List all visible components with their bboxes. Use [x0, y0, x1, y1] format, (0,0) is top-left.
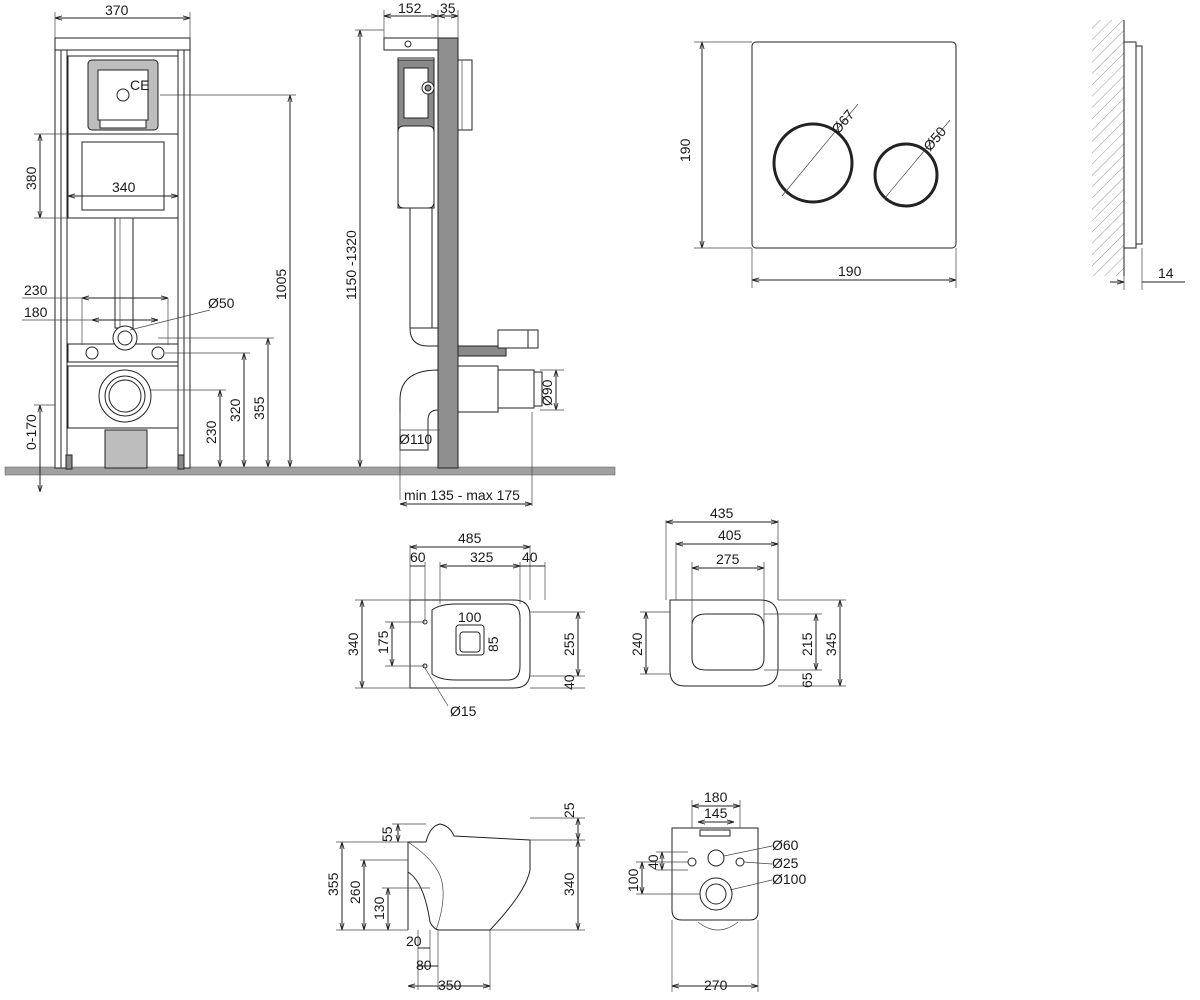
- bowl-outline-top: [409, 599, 531, 689]
- dim-35: 35: [440, 0, 456, 16]
- dim-20: 20: [406, 933, 422, 949]
- dim-100-top: 100: [458, 609, 482, 625]
- dim-340-side: 340: [561, 872, 577, 896]
- dim-min-max: min 135 - max 175: [404, 487, 520, 503]
- side-wall: [437, 37, 459, 469]
- dim-350: 350: [438, 977, 462, 993]
- dim-85: 85: [485, 636, 501, 652]
- dim-55: 55: [379, 826, 395, 842]
- flush-plate-front: Ø67 Ø50 190 190: [677, 41, 957, 288]
- dim-255: 255: [561, 632, 577, 656]
- dim-485: 485: [458, 530, 482, 546]
- dim-25-side: 25: [561, 802, 577, 818]
- floor-strip: [4, 466, 616, 476]
- dim-435: 435: [710, 505, 734, 521]
- bowl-top-view: 485 60 325 40 340 175 100 85 255 40 Ø15: [345, 530, 585, 719]
- dim-0-170: 0-170: [23, 414, 39, 450]
- dim-240: 240: [629, 632, 645, 656]
- svg-text:CE: CE: [130, 77, 149, 93]
- dia-90-label: Ø90: [539, 379, 555, 406]
- small-button[interactable]: [873, 142, 939, 208]
- bowl-back-outline: [671, 827, 759, 921]
- seat-top-view: 435 405 275 240 215 345 65: [629, 505, 846, 688]
- dim-100-back: 100: [625, 868, 641, 892]
- frame-side-view: 152 35 1150 -1320 Ø110 Ø90 min 135 - max…: [343, 0, 564, 506]
- dia-100-label: Ø100: [772, 871, 806, 887]
- dim-260: 260: [347, 880, 363, 904]
- dia-110-label: Ø110: [399, 431, 432, 447]
- plate-width: 190: [838, 263, 862, 279]
- dim-80: 80: [416, 957, 432, 973]
- dim-cistern-width: 340: [112, 179, 136, 195]
- dia-60-label: Ø60: [772, 837, 799, 853]
- plate-height: 190: [677, 138, 693, 162]
- dim-cistern-height: 380: [23, 166, 39, 190]
- dia-25-label: Ø25: [772, 855, 799, 871]
- bowl-side-view: 25 55 355 260 130 340 20 80 350: [325, 802, 585, 993]
- dim-1005: 1005: [273, 269, 289, 300]
- dim-325: 325: [470, 549, 494, 565]
- seat-outline: [669, 599, 779, 687]
- dim-405: 405: [718, 527, 742, 543]
- dim-355-side: 355: [325, 872, 341, 896]
- dim-180: 180: [24, 304, 48, 320]
- dim-145: 145: [704, 805, 728, 821]
- dia-50-label: Ø50: [208, 295, 235, 311]
- dim-175: 175: [375, 630, 391, 654]
- dim-270: 270: [704, 977, 728, 993]
- plate-depth: 14: [1158, 265, 1174, 281]
- dim-230-drain: 230: [203, 420, 219, 444]
- dim-340-top: 340: [345, 632, 361, 656]
- dim-130: 130: [371, 896, 387, 920]
- dim-230: 230: [24, 282, 48, 298]
- dia-15-label: Ø15: [450, 703, 477, 719]
- dim-320: 320: [227, 398, 243, 422]
- dim-180-back: 180: [704, 789, 728, 805]
- dim-152: 152: [398, 0, 422, 16]
- dim-355: 355: [251, 396, 267, 420]
- dim-frame-width: 370: [105, 2, 129, 18]
- dim-275: 275: [716, 551, 740, 567]
- dim-65: 65: [799, 672, 815, 688]
- dim-1150-1320: 1150 -1320: [343, 230, 359, 300]
- bowl-side-outline: [407, 823, 531, 931]
- bowl-back-view: 180 145 Ø60 Ø25 Ø100 40 100 270: [625, 789, 806, 993]
- frame-front-view: CE 370 380 340: [4, 2, 616, 492]
- dim-60: 60: [410, 549, 426, 565]
- dim-40-top: 40: [522, 549, 538, 565]
- flush-plate-side: 14: [1092, 20, 1185, 290]
- hatched-wall: [1092, 20, 1124, 276]
- dim-345: 345: [823, 632, 839, 656]
- dim-215: 215: [799, 632, 815, 656]
- dim-40-side: 40: [561, 674, 577, 690]
